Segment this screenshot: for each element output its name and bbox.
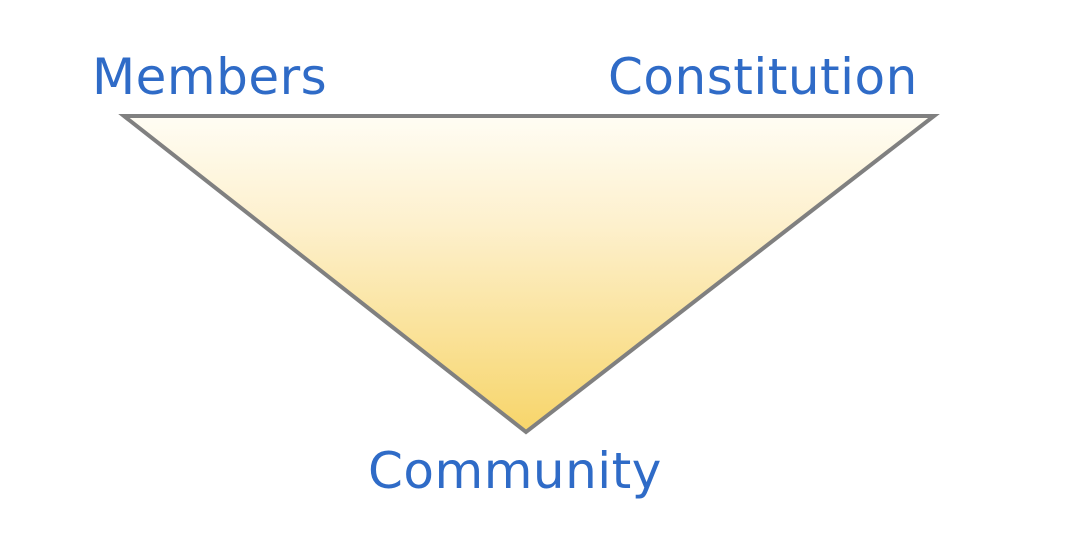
vertex-label-community: Community <box>368 442 662 500</box>
vertex-label-constitution: Constitution <box>608 48 918 106</box>
inverted-triangle <box>118 114 940 435</box>
vertex-label-members: Members <box>92 48 328 106</box>
